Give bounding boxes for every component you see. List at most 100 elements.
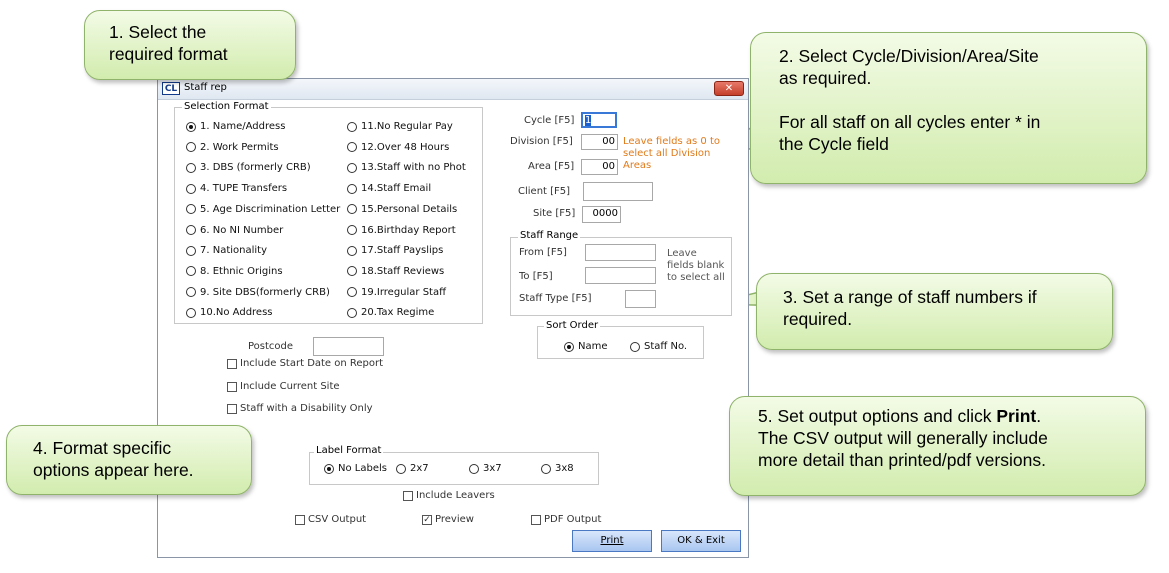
- title-bar: CL Staff rep ✕: [158, 79, 748, 100]
- format-option[interactable]: 20.Tax Regime: [347, 307, 434, 318]
- division-hint: Leave fields as 0 to select all Division…: [623, 136, 720, 172]
- checkbox-box: [227, 381, 237, 392]
- include-start-date-checkbox[interactable]: Include Start Date on Report: [227, 358, 383, 369]
- format-option-label: 10.No Address: [200, 307, 273, 319]
- format-option-label: 4. TUPE Transfers: [200, 183, 288, 195]
- cycle-label: Cycle [F5]: [524, 115, 575, 126]
- radio-circle: [347, 183, 357, 194]
- sort-name-radio[interactable]: Name: [564, 341, 608, 352]
- radio-circle: [186, 142, 196, 153]
- selection-format-legend: Selection Format: [182, 101, 271, 112]
- no-labels-radio[interactable]: No Labels: [324, 463, 387, 474]
- client-label: Client [F5]: [518, 186, 571, 197]
- radio-circle: [396, 463, 406, 474]
- format-option-label: 7. Nationality: [200, 245, 268, 257]
- area-input[interactable]: 00: [581, 159, 618, 175]
- site-input[interactable]: 0000: [582, 206, 621, 223]
- preview-checkbox[interactable]: ✓Preview: [422, 514, 474, 525]
- csv-output-checkbox[interactable]: CSV Output: [295, 514, 366, 525]
- close-button[interactable]: ✕: [714, 81, 744, 96]
- division-hint-line-1: Leave fields as 0 to: [623, 136, 720, 147]
- postcode-input[interactable]: [313, 337, 384, 356]
- format-option[interactable]: 5. Age Discrimination Letter: [186, 204, 340, 215]
- sort-order-group: [537, 326, 704, 359]
- include-start-date-label: Include Start Date on Report: [240, 358, 384, 369]
- staff-range-hint: Leave fields blank to select all: [667, 248, 725, 284]
- format-option[interactable]: 18.Staff Reviews: [347, 266, 444, 277]
- division-label: Division [F5]: [510, 136, 573, 147]
- include-leavers-label: Include Leavers: [416, 490, 495, 501]
- callout-1-line-2: required format: [109, 44, 228, 64]
- print-button[interactable]: Print: [572, 530, 652, 552]
- radio-circle: [347, 287, 357, 298]
- callout-5-line-1: 5. Set output options and click Print.: [758, 405, 1145, 427]
- to-input[interactable]: [585, 267, 656, 284]
- cycle-input[interactable]: 1: [581, 112, 617, 128]
- radio-circle: [186, 245, 196, 256]
- format-option[interactable]: 11.No Regular Pay: [347, 121, 453, 132]
- window-title: Staff rep: [184, 82, 227, 93]
- staff-report-window: CL Staff rep ✕ Selection Format Cycle [F…: [157, 78, 749, 558]
- ok-exit-button[interactable]: OK & Exit: [661, 530, 741, 552]
- callout-2-line-1: 2. Select Cycle/Division/Area/Site: [779, 46, 1039, 66]
- format-option[interactable]: 14.Staff Email: [347, 183, 431, 194]
- format-option[interactable]: 8. Ethnic Origins: [186, 266, 283, 277]
- radio-circle: [347, 307, 357, 318]
- format-option[interactable]: 12.Over 48 Hours: [347, 142, 449, 153]
- format-option[interactable]: 4. TUPE Transfers: [186, 183, 287, 194]
- radio-circle: [347, 204, 357, 215]
- format-option[interactable]: 9. Site DBS(formerly CRB): [186, 287, 330, 298]
- from-input[interactable]: [585, 244, 656, 261]
- format-option-label: 15.Personal Details: [361, 203, 458, 215]
- format-option-label: 9. Site DBS(formerly CRB): [200, 286, 330, 298]
- format-option-label: 17.Staff Payslips: [361, 245, 444, 257]
- callout-3-line-2: required.: [783, 309, 853, 329]
- division-input[interactable]: 00: [581, 134, 618, 150]
- format-option-label: 3. DBS (formerly CRB): [200, 162, 311, 174]
- checkbox-box: [531, 514, 541, 525]
- format-option[interactable]: 16.Birthday Report: [347, 225, 456, 236]
- radio-circle: [186, 307, 196, 318]
- format-option[interactable]: 2. Work Permits: [186, 142, 279, 153]
- client-input[interactable]: [583, 182, 653, 201]
- radio-circle: [186, 162, 196, 173]
- disability-only-checkbox[interactable]: Staff with a Disability Only: [227, 403, 373, 414]
- staff-range-group: [510, 237, 732, 316]
- staff-type-input[interactable]: [625, 290, 656, 308]
- label-3x7-label: 3x7: [483, 463, 502, 474]
- radio-circle: [347, 162, 357, 173]
- checkbox-box: [295, 514, 305, 525]
- staff-range-hint-line-1: Leave: [667, 248, 697, 259]
- postcode-label: Postcode: [248, 341, 294, 352]
- format-option[interactable]: 1. Name/Address: [186, 121, 285, 132]
- callout-3-line-1: 3. Set a range of staff numbers if: [783, 287, 1037, 307]
- format-option[interactable]: 17.Staff Payslips: [347, 245, 443, 256]
- format-option[interactable]: 10.No Address: [186, 307, 273, 318]
- sort-staff-no-radio[interactable]: Staff No.: [630, 341, 687, 352]
- pdf-output-checkbox[interactable]: PDF Output: [531, 514, 601, 525]
- format-option[interactable]: 15.Personal Details: [347, 204, 457, 215]
- callout-5-line-3: more detail than printed/pdf versions.: [758, 450, 1046, 470]
- format-option[interactable]: 6. No NI Number: [186, 225, 283, 236]
- radio-circle: [347, 142, 357, 153]
- radio-circle: [186, 287, 196, 298]
- division-hint-line-3: Areas: [623, 160, 652, 171]
- radio-circle: [186, 266, 196, 277]
- label-3x8-radio[interactable]: 3x8: [541, 463, 574, 474]
- radio-circle: [347, 225, 357, 235]
- label-2x7-radio[interactable]: 2x7: [396, 463, 429, 474]
- checkbox-box: [227, 358, 237, 369]
- staff-range-hint-line-2: fields blank: [667, 260, 725, 271]
- format-option[interactable]: 13.Staff with no Phot: [347, 162, 466, 173]
- callout-5-line-1-end: .: [1036, 406, 1042, 426]
- format-option[interactable]: 7. Nationality: [186, 245, 267, 256]
- format-option-label: 14.Staff Email: [361, 183, 432, 195]
- format-option[interactable]: 19.Irregular Staff: [347, 287, 446, 298]
- include-leavers-checkbox[interactable]: Include Leavers: [403, 490, 495, 501]
- include-current-site-checkbox[interactable]: Include Current Site: [227, 381, 340, 392]
- callout-1-line-1: 1. Select the: [109, 22, 207, 42]
- format-option[interactable]: 3. DBS (formerly CRB): [186, 162, 311, 173]
- format-option-label: 5. Age Discrimination Letter: [200, 203, 341, 215]
- radio-circle: [564, 341, 574, 352]
- label-3x7-radio[interactable]: 3x7: [469, 463, 502, 474]
